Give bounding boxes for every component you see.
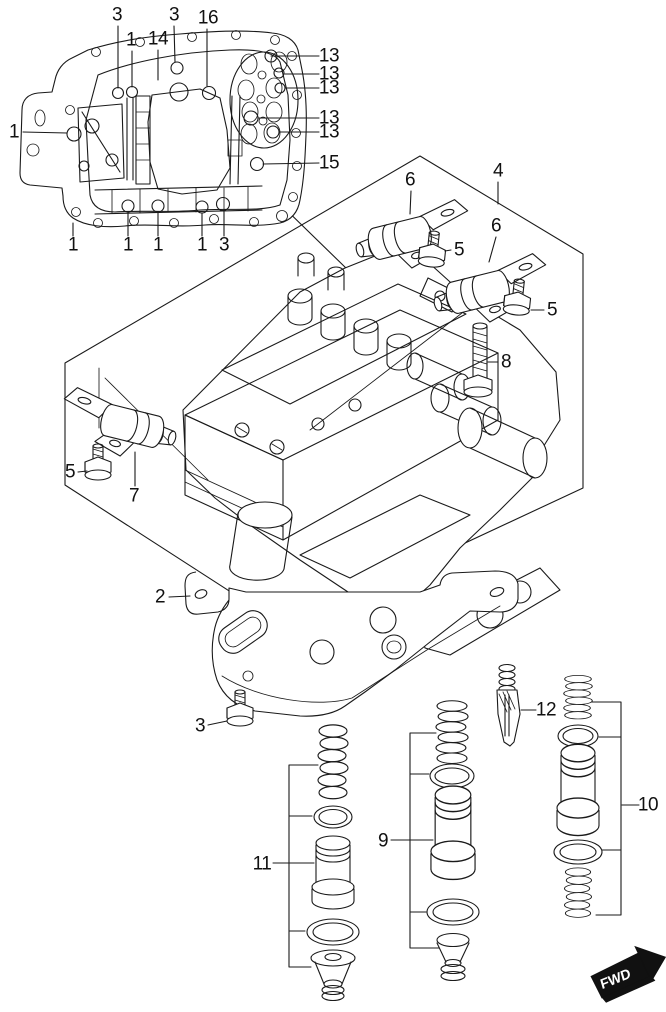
callout-7: 7 bbox=[128, 485, 140, 507]
callout-6: 6 bbox=[404, 169, 416, 191]
solenoids-and-fasteners bbox=[53, 196, 557, 727]
callout-13: 13 bbox=[318, 121, 340, 143]
callout-1: 1 bbox=[8, 121, 20, 143]
callout-2: 2 bbox=[154, 586, 166, 608]
leader-line-3 bbox=[173, 25, 176, 63]
valve-body-assembly-drawing bbox=[182, 249, 561, 656]
callout-1: 1 bbox=[152, 234, 164, 256]
callout-8: 8 bbox=[500, 351, 512, 373]
callout-13: 13 bbox=[318, 107, 340, 129]
callout-5: 5 bbox=[64, 461, 76, 483]
piston-group-9 bbox=[409, 700, 480, 982]
callout-4: 4 bbox=[492, 160, 504, 182]
front-cylinder bbox=[229, 501, 293, 581]
callout-13: 13 bbox=[318, 77, 340, 99]
leader-line-3 bbox=[207, 720, 228, 726]
callout-14: 14 bbox=[147, 28, 169, 50]
strainer-plate-drawing bbox=[184, 570, 519, 717]
leader-line-5 bbox=[77, 470, 88, 473]
fwd-arrow-icon: FWD bbox=[590, 945, 666, 1003]
callout-3: 3 bbox=[111, 4, 123, 26]
callout-1: 1 bbox=[67, 234, 79, 256]
callout-16: 16 bbox=[197, 7, 219, 29]
callout-13: 13 bbox=[318, 63, 340, 85]
piston-group-11 bbox=[288, 724, 360, 1002]
piston-seat bbox=[310, 949, 356, 1002]
callout-10: 10 bbox=[637, 794, 659, 816]
callout-12: 12 bbox=[535, 699, 557, 721]
valve-cylinders bbox=[406, 352, 548, 479]
gasket-bolt-holes bbox=[26, 30, 302, 228]
callout-13: 13 bbox=[318, 45, 340, 67]
callout-1: 1 bbox=[125, 29, 137, 51]
callout-3: 3 bbox=[218, 234, 230, 256]
callout-5: 5 bbox=[546, 299, 558, 321]
callout-3: 3 bbox=[168, 4, 180, 26]
leader-line-6 bbox=[488, 236, 497, 263]
callout-15: 15 bbox=[318, 152, 340, 174]
spring-pin-part-12 bbox=[496, 663, 521, 747]
callout-3: 3 bbox=[194, 715, 206, 737]
callout-5: 5 bbox=[453, 239, 465, 261]
leader-line-5 bbox=[444, 249, 452, 252]
valve-bore-bosses bbox=[287, 252, 412, 371]
leader-line-2 bbox=[168, 595, 191, 598]
callout-9: 9 bbox=[377, 830, 389, 852]
leader-line-1 bbox=[22, 131, 68, 134]
piston-group-10 bbox=[553, 674, 622, 918]
callout-6: 6 bbox=[490, 215, 502, 237]
callout-1: 1 bbox=[122, 234, 134, 256]
piston-cup bbox=[436, 932, 470, 982]
callout-1: 1 bbox=[196, 234, 208, 256]
leader-line-6 bbox=[409, 190, 412, 215]
valve-body-gasket-top-view bbox=[19, 30, 307, 228]
long-bolt-part-8 bbox=[463, 322, 493, 398]
leader-line-15 bbox=[262, 162, 320, 165]
callout-11: 11 bbox=[252, 853, 272, 875]
